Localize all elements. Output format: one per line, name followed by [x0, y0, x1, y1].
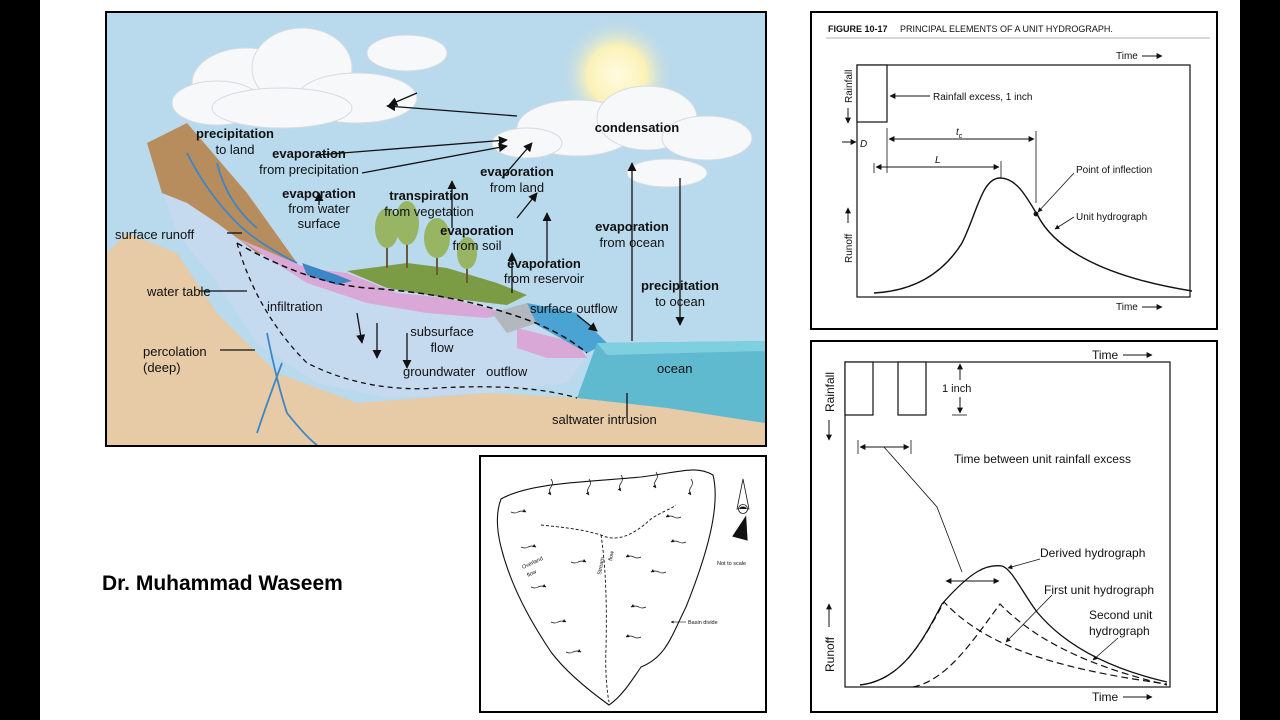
- infiltration-label: infiltration: [267, 299, 323, 314]
- saltwater-intrusion-label: saltwater intrusion: [552, 412, 657, 427]
- runoff-axis-label: Runoff: [844, 233, 855, 263]
- rainfall-excess-label: Rainfall excess, 1 inch: [933, 92, 1033, 103]
- svg-text:from water: from water: [288, 201, 350, 216]
- runoff-axis-label: Runoff: [823, 636, 837, 672]
- svg-text:flow: flow: [526, 569, 537, 579]
- first-unit-hydrograph-curve: [859, 600, 1168, 686]
- transpiration-label: transpiration: [389, 188, 469, 203]
- svg-text:flow: flow: [608, 551, 616, 562]
- rainfall-axis-label: Rainfall: [823, 372, 837, 412]
- unit-hydrograph-label: Unit hydrograph: [1076, 212, 1147, 223]
- evaporation-soil-label: evaporation: [440, 223, 514, 238]
- lag-l-label: L: [935, 155, 941, 166]
- unit-hydrograph-curve: [873, 177, 1193, 294]
- streams: [186, 152, 318, 445]
- percolation-label: percolation: [143, 344, 207, 359]
- time-top-label: Time: [1116, 51, 1138, 62]
- unit-hydrograph-svg: FIGURE 10-17 PRINCIPAL ELEMENTS OF A UNI…: [826, 24, 1210, 313]
- plot-frame: [844, 361, 1171, 688]
- duration-d-label: D: [860, 139, 867, 150]
- water-cycle-svg: precipitation to land evaporation from p…: [107, 13, 765, 445]
- svg-text:hydrograph: hydrograph: [1089, 624, 1150, 638]
- svg-text:flow: flow: [430, 340, 454, 355]
- rainfall-excess-bar: [856, 64, 888, 123]
- basin-divide-label: Basin divide: [688, 620, 718, 626]
- second-unit-label: Second unit: [1089, 608, 1153, 622]
- not-to-scale-label: Not to scale: [717, 561, 746, 567]
- surface-outflow-label: surface outflow: [530, 301, 618, 316]
- dam: [492, 303, 537, 333]
- svg-text:from land: from land: [490, 180, 544, 195]
- first-unit-label: First unit hydrograph: [1044, 583, 1154, 597]
- first-rainfall-bar: [844, 361, 874, 416]
- lake: [302, 263, 352, 285]
- author-name: Dr. Muhammad Waseem: [102, 572, 343, 595]
- precipitation-land-label: precipitation: [196, 126, 274, 141]
- svg-text:to land: to land: [215, 142, 254, 157]
- svg-text:surface: surface: [298, 216, 341, 231]
- rainfall-axis-label: Rainfall: [844, 70, 855, 103]
- svg-text:to ocean: to ocean: [655, 294, 705, 309]
- tributary-streams: [540, 504, 677, 539]
- cloud-right: [491, 85, 753, 188]
- evaporation-ocean-label: evaporation: [595, 219, 669, 234]
- unsaturated-zone: [237, 238, 507, 318]
- figure-title: PRINCIPAL ELEMENTS OF A UNIT HYDROGRAPH.: [900, 24, 1113, 34]
- drainage-basin-figure: Overland flow Stream flow Basin divide N…: [479, 455, 767, 713]
- derived-hydrograph-label: Derived hydrograph: [1040, 546, 1145, 560]
- main-stream: [600, 534, 610, 703]
- ocean-label: ocean: [657, 361, 692, 376]
- water-cycle-diagram: precipitation to land evaporation from p…: [105, 11, 767, 447]
- water-table-label: water table: [146, 284, 211, 299]
- evaporation-water-label: evaporation: [282, 186, 356, 201]
- vegetated-land: [347, 263, 527, 305]
- superposition-svg: Time Time Rainfall Runoff 1 inch Time be…: [823, 348, 1171, 704]
- groundwater-zone: [147, 123, 597, 398]
- svg-text:from vegetation: from vegetation: [384, 204, 474, 219]
- ocean-water: [577, 341, 765, 423]
- one-inch-label: 1 inch: [942, 383, 971, 395]
- svg-text:from soil: from soil: [452, 238, 501, 253]
- overland-flow-arrows: [510, 471, 693, 654]
- time-bottom-label: Time: [1116, 302, 1138, 313]
- reservoir-stream: [527, 303, 607, 353]
- basin-svg: Overland flow Stream flow Basin divide N…: [496, 469, 750, 706]
- groundwater-outflow-label: groundwater outflow: [403, 364, 528, 379]
- time-top-label: Time: [1092, 348, 1119, 362]
- precipitation-ocean-label: precipitation: [641, 278, 719, 293]
- time-between-label: Time between unit rainfall excess: [954, 452, 1131, 466]
- inflection-label: Point of inflection: [1076, 165, 1152, 176]
- second-rainfall-bar: [897, 361, 927, 416]
- tc-label: tc: [956, 127, 963, 140]
- evaporation-reservoir-label: evaporation: [507, 256, 581, 271]
- svg-text:from precipitation: from precipitation: [259, 162, 359, 177]
- evaporation-land-label: evaporation: [480, 164, 554, 179]
- superposition-figure: Time Time Rainfall Runoff 1 inch Time be…: [810, 340, 1218, 713]
- flow-arrows: [314, 92, 685, 369]
- basin-divide-outline: [496, 469, 716, 706]
- slide: precipitation to land evaporation from p…: [40, 0, 1240, 720]
- svg-text:(deep): (deep): [143, 360, 181, 375]
- condensation-label: condensation: [595, 120, 680, 135]
- evaporation-precipitation-label: evaporation: [272, 146, 346, 161]
- time-bottom-label: Time: [1092, 690, 1119, 704]
- subsurface-flow-label: subsurface: [410, 324, 474, 339]
- cloud-left: [171, 27, 448, 129]
- svg-text:from ocean: from ocean: [599, 235, 664, 250]
- north-arrow-icon: [732, 478, 750, 541]
- unit-hydrograph-figure: FIGURE 10-17 PRINCIPAL ELEMENTS OF A UNI…: [810, 11, 1218, 330]
- water-table-line: [236, 242, 588, 354]
- mountain: [147, 123, 297, 263]
- plot-frame: [856, 64, 1191, 298]
- svg-text:from reservoir: from reservoir: [504, 271, 585, 286]
- stream-flow-label: Stream: [597, 556, 606, 575]
- surface-runoff-label: surface runoff: [115, 227, 195, 242]
- inflection-point: [1033, 211, 1039, 217]
- second-unit-hydrograph-curve: [912, 603, 1168, 688]
- overland-flow-label: Overland: [521, 556, 544, 571]
- figure-number: FIGURE 10-17: [828, 24, 888, 34]
